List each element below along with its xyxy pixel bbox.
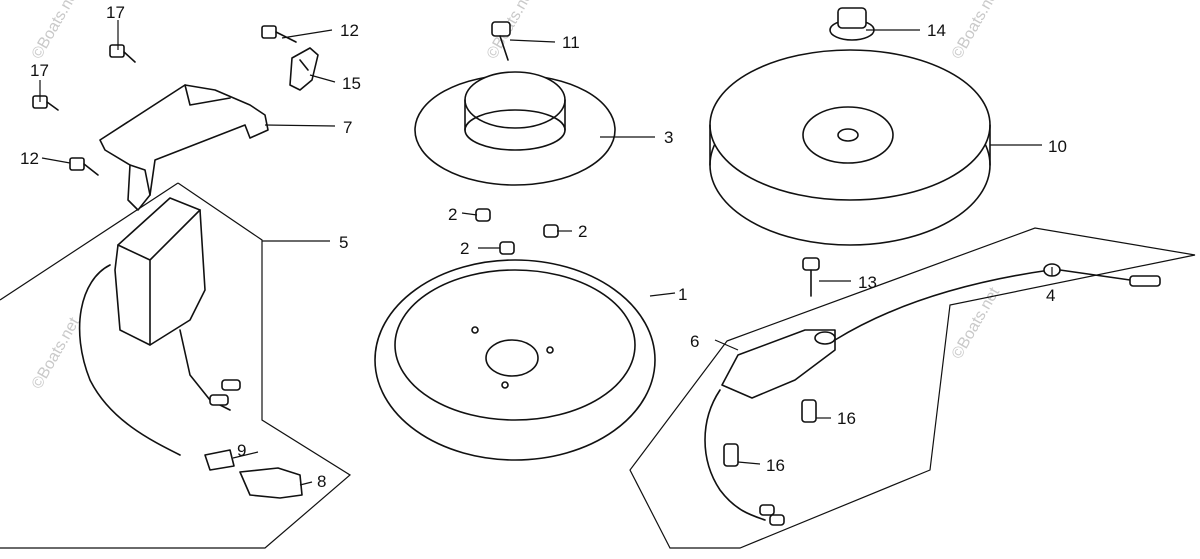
bolt-13 bbox=[802, 257, 820, 297]
callout-14: 14 bbox=[927, 21, 946, 40]
callout-17-top: 17 bbox=[106, 3, 125, 22]
callout-16-upper: 16 bbox=[837, 409, 856, 428]
callout-17-left: 17 bbox=[30, 61, 49, 80]
flywheel bbox=[709, 49, 991, 246]
ignition-coil-panel bbox=[0, 182, 352, 549]
bolt-17-left bbox=[32, 95, 59, 111]
callout-12-top: 12 bbox=[340, 21, 359, 40]
callout-5: 5 bbox=[339, 233, 348, 252]
callout-2-upper: 2 bbox=[448, 205, 457, 224]
ground-terminal bbox=[1043, 263, 1161, 287]
pulser-coil-panel bbox=[629, 227, 1196, 549]
plug-cap bbox=[239, 467, 303, 499]
callout-leaders bbox=[39, 20, 1053, 486]
bolt-12-top bbox=[261, 25, 297, 43]
wire-clip bbox=[289, 47, 319, 91]
pulser-coil bbox=[704, 269, 1051, 526]
plug-terminal bbox=[204, 449, 235, 471]
watermark-1: ©Boats.net bbox=[29, 0, 84, 62]
callouts: 12 15 7 17 17 12 5 9 8 11 3 2 2 2 1 14 1… bbox=[20, 3, 1067, 491]
callout-12-left: 12 bbox=[20, 149, 39, 168]
callout-4: 4 bbox=[1046, 286, 1055, 305]
flange-nut bbox=[829, 7, 875, 41]
callout-1: 1 bbox=[678, 285, 687, 304]
callout-3: 3 bbox=[664, 128, 673, 147]
callout-9: 9 bbox=[237, 441, 246, 460]
bracket bbox=[99, 84, 269, 211]
callout-6: 6 bbox=[690, 332, 699, 351]
flange-bolt-11 bbox=[491, 21, 511, 61]
ignition-coil bbox=[78, 197, 241, 456]
callout-15: 15 bbox=[342, 74, 361, 93]
callout-7: 7 bbox=[343, 118, 352, 137]
callout-10: 10 bbox=[1048, 137, 1067, 156]
tubes bbox=[723, 399, 817, 467]
watermark-2: ©Boats.net bbox=[29, 314, 84, 392]
bolt-12-left bbox=[69, 157, 99, 176]
bolt-17-top bbox=[109, 44, 136, 63]
callout-16-lower: 16 bbox=[766, 456, 785, 475]
callout-2-right: 2 bbox=[578, 222, 587, 241]
callout-13: 13 bbox=[858, 273, 877, 292]
cooling-fan bbox=[374, 259, 656, 461]
starter-pulley bbox=[414, 71, 616, 186]
spacers bbox=[475, 208, 559, 255]
callout-8: 8 bbox=[317, 472, 326, 491]
callout-11: 11 bbox=[562, 33, 580, 52]
watermark-5: ©Boats.net bbox=[949, 0, 1004, 62]
callout-2-lower: 2 bbox=[460, 239, 469, 258]
